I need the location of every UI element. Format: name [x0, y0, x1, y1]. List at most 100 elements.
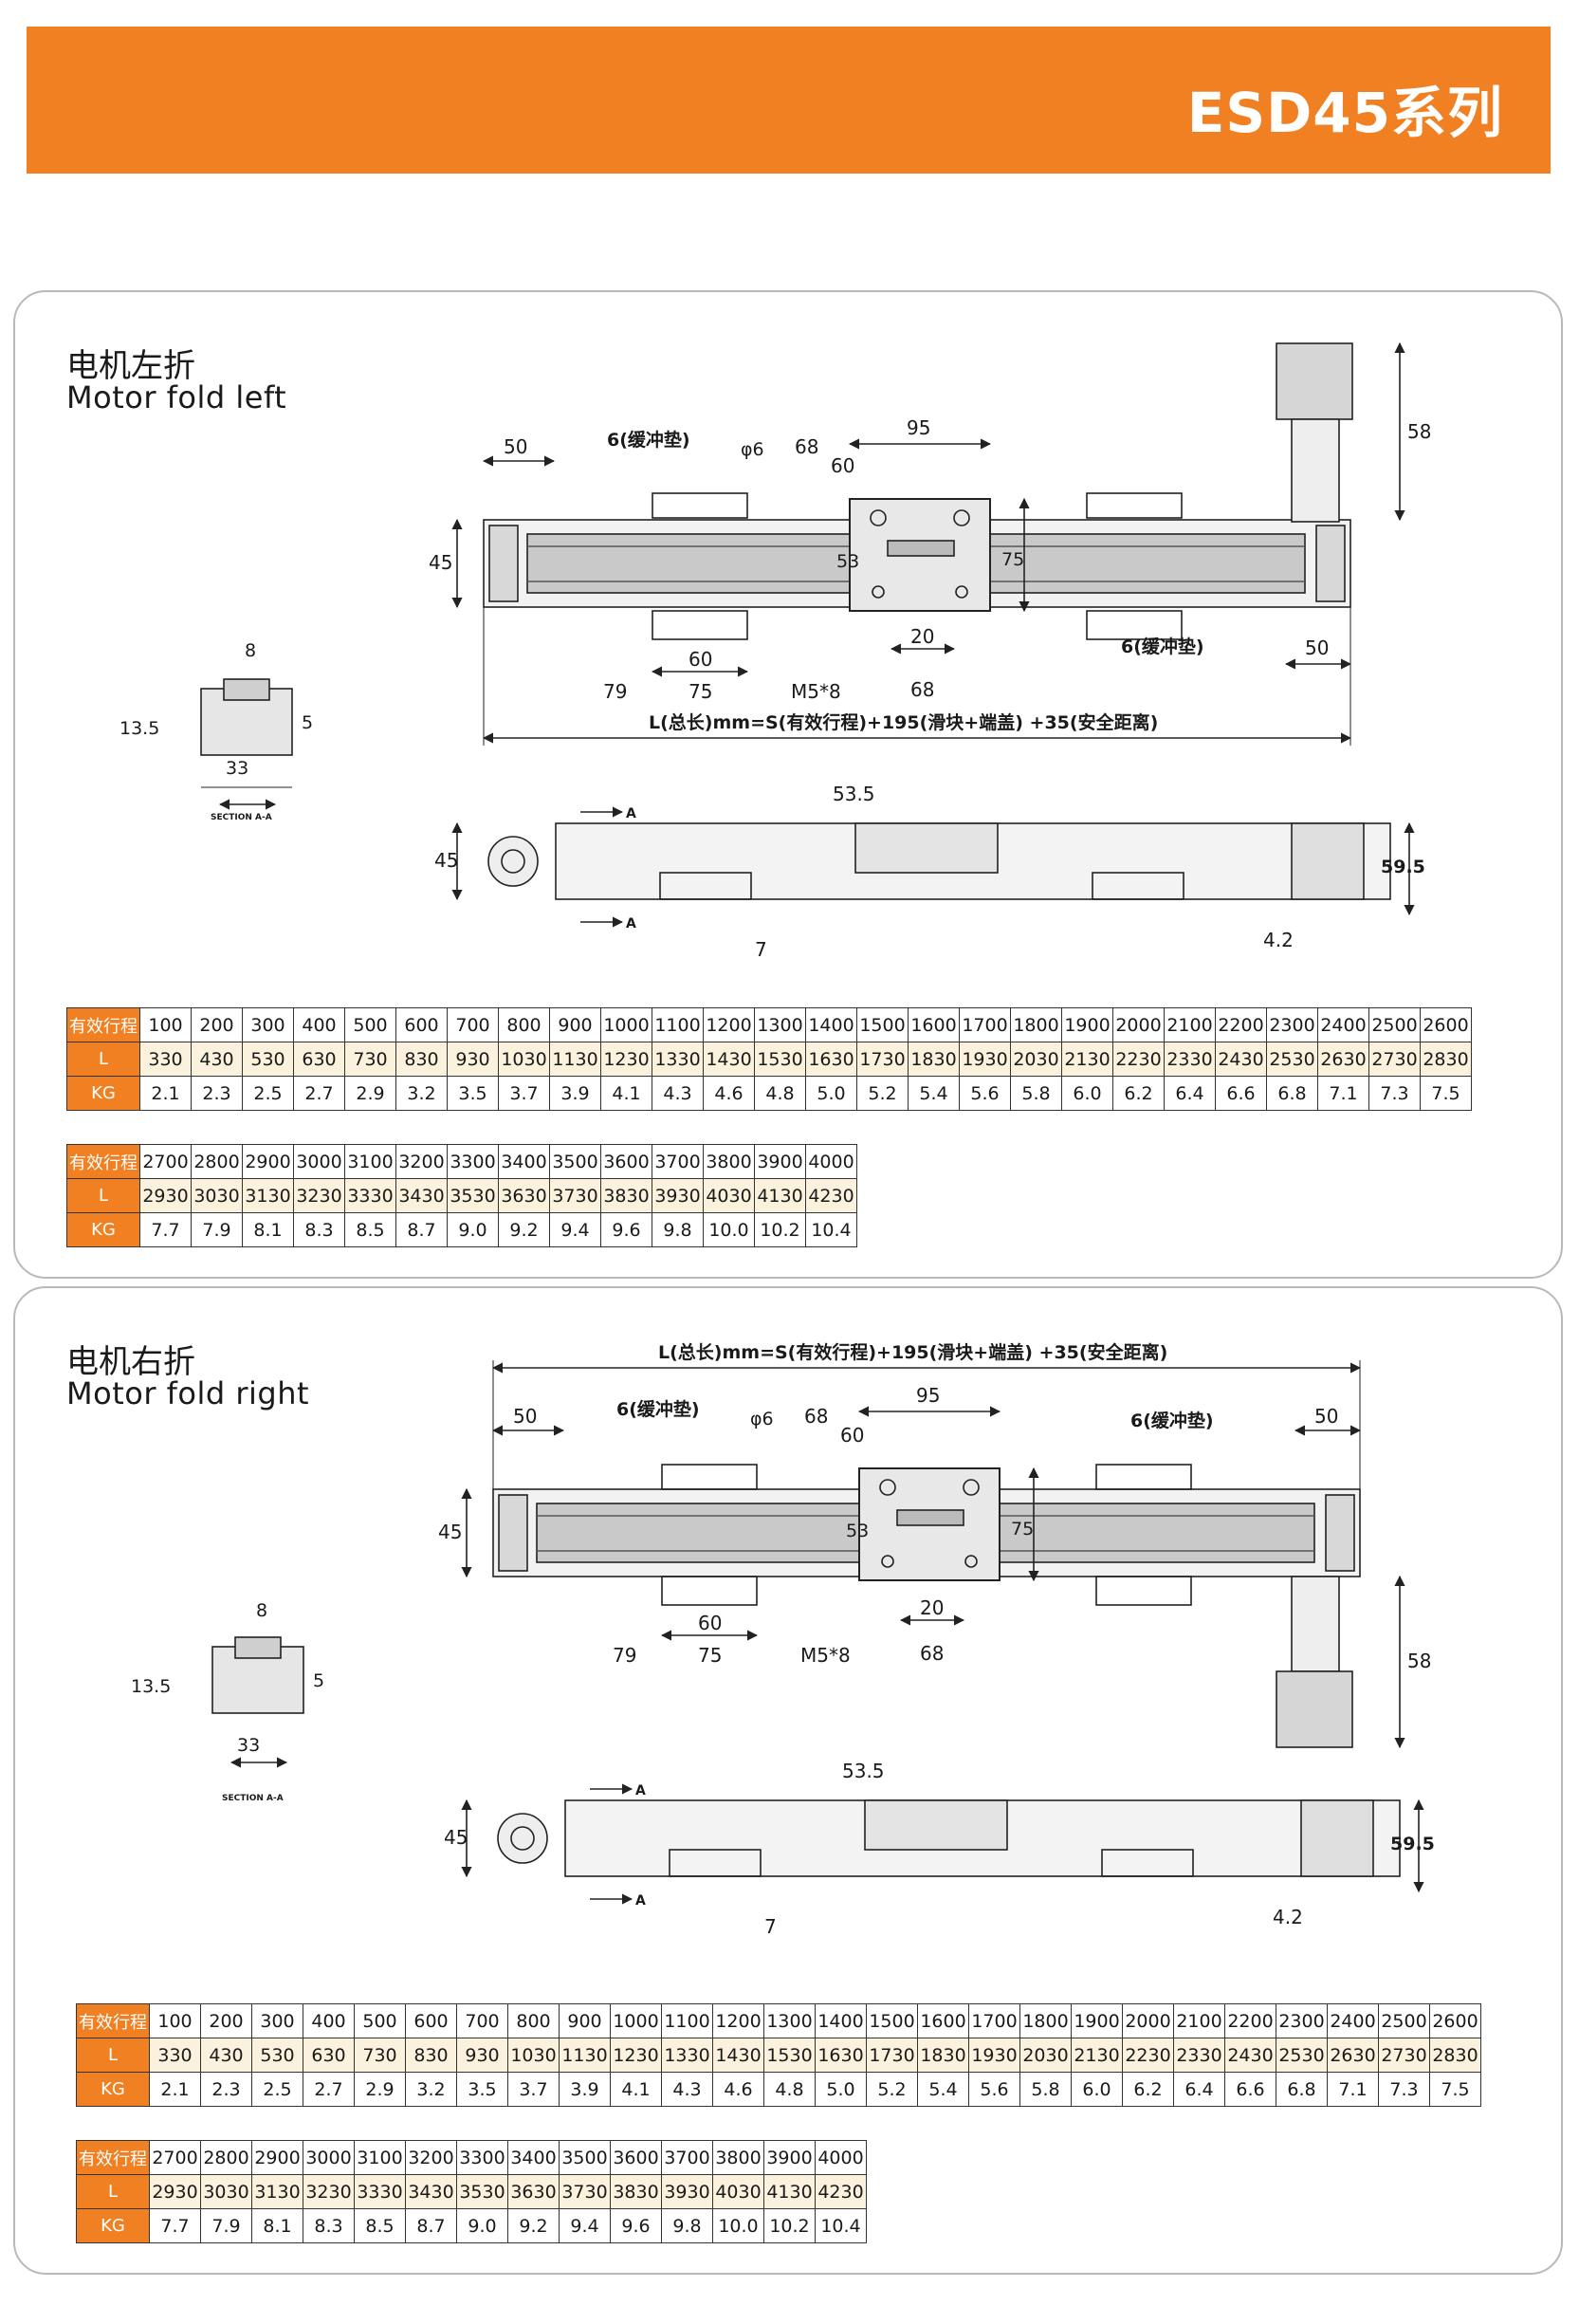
table-cell: 1230 [610, 2038, 662, 2073]
table-cell: 2630 [1317, 1042, 1369, 1077]
dim-68: 68 [804, 1405, 828, 1428]
table-cell: 400 [293, 1007, 345, 1042]
table-cell: 6.0 [1071, 2072, 1123, 2107]
table-cell: 2600 [1420, 1007, 1472, 1042]
table-cell: 3300 [447, 1144, 499, 1179]
table-cell: 3100 [344, 1144, 396, 1179]
dim-cushion-b: 6(缓冲垫) [1121, 636, 1204, 657]
table-cell: 3500 [549, 1144, 601, 1179]
table-cell: 7.3 [1378, 2072, 1430, 2107]
table-cell: 900 [549, 1007, 601, 1042]
table-cell: 2.7 [303, 2072, 355, 2107]
dim-20: 20 [920, 1596, 944, 1619]
table-cell: 2730 [1368, 1042, 1421, 1077]
table-cell: 1600 [917, 2003, 969, 2038]
dim-68b: 68 [910, 678, 934, 701]
table-cell: 2400 [1327, 2003, 1379, 2038]
table-cell: 9.4 [549, 1212, 601, 1247]
table-cell: 3300 [456, 2140, 508, 2175]
dim-95: 95 [916, 1384, 940, 1407]
table-cell: 4.8 [754, 1076, 806, 1111]
table-cell: 2530 [1276, 2038, 1328, 2073]
table-cell: 5.2 [866, 2072, 918, 2107]
table-cell: 1700 [968, 2003, 1020, 2038]
table-cell: 3.9 [559, 2072, 611, 2107]
table-cell: 3630 [498, 1178, 550, 1213]
dim-60b: 60 [698, 1612, 722, 1634]
table-cell: 3.2 [395, 1076, 448, 1111]
section-label: SECTION A-A [222, 1794, 284, 1803]
table-cell: 1900 [1061, 1007, 1113, 1042]
drawing-right: L(总长)mm=S(有效行程)+195(滑块+端盖) +35(安全距离) 50 … [131, 1341, 1435, 1938]
dim-60: 60 [840, 1424, 864, 1447]
table-cell: 5.8 [1010, 1076, 1062, 1111]
table-cell: 1200 [703, 1007, 755, 1042]
table-cell: 2130 [1061, 1042, 1113, 1077]
top-45: 45 [444, 1826, 468, 1849]
table-cell: 300 [251, 2003, 303, 2038]
table-cell: 4.6 [703, 1076, 755, 1111]
table-cell: 200 [200, 2003, 252, 2038]
dim-53: 53 [836, 551, 859, 572]
table-cell: 2930 [139, 1178, 192, 1213]
table-cell: 2400 [1317, 1007, 1369, 1042]
table-cell: 2300 [1266, 1007, 1318, 1042]
dim-cushion-b: 6(缓冲垫) [1130, 1410, 1214, 1431]
top-53-5: 53.5 [833, 783, 875, 805]
dim-50b: 50 [1314, 1405, 1338, 1428]
table-cell: 2500 [1368, 1007, 1421, 1042]
table-cell: 7.5 [1429, 2072, 1481, 2107]
table-cell: 6.4 [1164, 1076, 1216, 1111]
table-cell: 3330 [344, 1178, 396, 1213]
table-cell: 3.2 [405, 2072, 457, 2107]
table-cell: 2200 [1215, 1007, 1267, 1042]
table-cell: 1800 [1010, 1007, 1062, 1042]
top-4-2: 4.2 [1273, 1906, 1303, 1928]
table-cell: 2.7 [293, 1076, 345, 1111]
table-cell: 1030 [507, 2038, 560, 2073]
table-cell: 1700 [959, 1007, 1011, 1042]
table-cell: 3000 [293, 1144, 345, 1179]
table-cell: 2500 [1378, 2003, 1430, 2038]
sec-13-5: 13.5 [119, 718, 159, 739]
table-cell: 4.3 [652, 1076, 704, 1111]
table-cell: 1130 [559, 2038, 611, 2073]
table-cell: 800 [498, 1007, 550, 1042]
table-cell: 3530 [456, 2174, 508, 2209]
table-cell: 430 [200, 2038, 252, 2073]
page-title: ESD45系列 [1186, 81, 1503, 145]
table-cell: 2000 [1112, 1007, 1165, 1042]
table-cell: 3130 [251, 2174, 303, 2209]
table-cell: 6.6 [1215, 1076, 1267, 1111]
table-cell: 3.5 [456, 2072, 508, 2107]
table-cell: 3030 [200, 2174, 252, 2209]
table-cell: 1300 [754, 1007, 806, 1042]
table-cell: 1530 [754, 1042, 806, 1077]
table-cell: 2230 [1112, 1042, 1165, 1077]
table-cell: 700 [447, 1007, 499, 1042]
dim-58: 58 [1407, 420, 1431, 443]
table-cell: 2200 [1224, 2003, 1276, 2038]
table-cell: 2630 [1327, 2038, 1379, 2073]
table-cell: 2330 [1173, 2038, 1225, 2073]
dim-50a: 50 [504, 435, 527, 458]
motor-body [1276, 342, 1353, 420]
table-cell: 4230 [815, 2174, 867, 2209]
section-label: SECTION A-A [211, 813, 272, 822]
table-cell: 1930 [959, 1042, 1011, 1077]
table-cell: 3800 [703, 1144, 755, 1179]
top-7: 7 [764, 1915, 777, 1938]
table-cell: 3930 [652, 1178, 704, 1213]
table-cell: 430 [191, 1042, 243, 1077]
dim-68: 68 [795, 435, 818, 458]
table-cell: 6.8 [1266, 1076, 1318, 1111]
